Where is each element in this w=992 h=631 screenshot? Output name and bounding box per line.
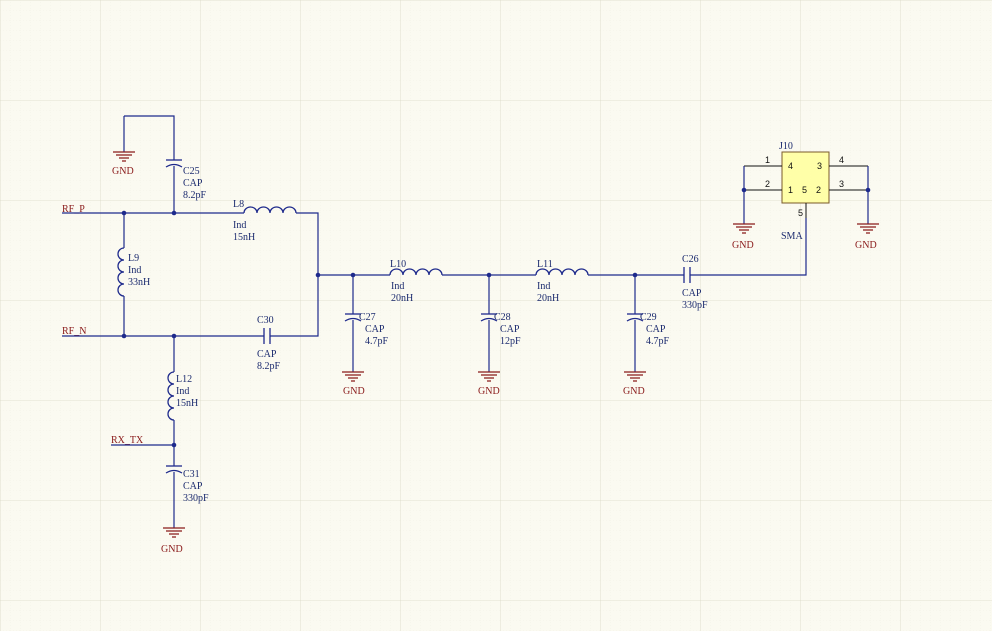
j10-ref: J10 (779, 141, 793, 152)
l9-inductor[interactable]: L9 Ind 33nH (117, 213, 150, 336)
gnd-label: GND (623, 386, 645, 397)
c30-capacitor[interactable]: C30 CAP 8.2pF (257, 275, 319, 372)
l12-value: 15nH (176, 398, 198, 409)
gnd-symbol-c27: GND (342, 371, 365, 397)
c28-type: CAP (500, 324, 520, 335)
c25-value: 8.2pF (183, 190, 207, 201)
l12-type: Ind (176, 386, 189, 397)
junction (865, 187, 871, 193)
junction (171, 210, 177, 216)
c28-value: 12pF (500, 336, 521, 347)
l10-type: Ind (391, 281, 404, 292)
j10-type: SMA (781, 231, 803, 242)
gnd-label: GND (112, 166, 134, 177)
gnd-symbol-j10-left: GND (732, 223, 755, 251)
c29-ref: C29 (640, 312, 657, 323)
c28-ref: C28 (494, 312, 511, 323)
l10-value: 20nH (391, 293, 413, 304)
j10-inner-3: 3 (817, 161, 822, 171)
junction (315, 272, 321, 278)
l8-inductor[interactable]: L8 Ind 15nH (233, 199, 319, 275)
l8-value: 15nH (233, 232, 255, 243)
l9-type: Ind (128, 265, 141, 276)
c25-type: CAP (183, 178, 203, 189)
j10-inner-1: 1 (788, 185, 793, 195)
gnd-label: GND (343, 386, 365, 397)
j10-pin-2-num: 2 (765, 179, 770, 189)
gnd-label: GND (855, 240, 877, 251)
c30-ref: C30 (257, 315, 274, 326)
l11-type: Ind (537, 281, 550, 292)
l11-ref: L11 (537, 259, 553, 270)
j10-inner-2: 2 (816, 185, 821, 195)
gnd-symbol-c28: GND (478, 371, 500, 397)
c27-capacitor[interactable]: C27 CAP 4.7pF (344, 275, 389, 372)
net-label-rx-tx: RX_TX (111, 435, 144, 446)
c27-value: 4.7pF (365, 336, 389, 347)
gnd-symbol-j10-right: GND (855, 223, 879, 251)
gnd-label: GND (478, 386, 500, 397)
c29-type: CAP (646, 324, 666, 335)
l10-ref: L10 (390, 259, 406, 270)
c26-ref: C26 (682, 254, 699, 265)
gnd-symbol-c25: GND (112, 116, 135, 177)
l12-ref: L12 (176, 374, 192, 385)
gnd-symbol-c29: GND (623, 371, 646, 397)
j10-inner-5: 5 (802, 185, 807, 195)
junction (171, 442, 177, 448)
l8-type: Ind (233, 220, 246, 231)
net-label-rf-p: RF_P (62, 204, 85, 215)
j10-pin-1-num: 1 (765, 155, 770, 165)
l8-ref: L8 (233, 199, 244, 210)
j10-pin-3-num: 3 (839, 179, 844, 189)
gnd-label: GND (732, 240, 754, 251)
c29-value: 4.7pF (646, 336, 670, 347)
gnd-symbol-c31: GND (161, 527, 185, 555)
j10-sma-connector[interactable]: J10 SMA 1 2 4 3 5 4 3 1 5 2 (743, 141, 869, 242)
c31-ref: C31 (183, 469, 200, 480)
j10-pin-5-num: 5 (798, 208, 803, 218)
c29-capacitor[interactable]: C29 CAP 4.7pF (626, 275, 670, 372)
c26-value: 330pF (682, 300, 708, 311)
c31-type: CAP (183, 481, 203, 492)
c31-capacitor[interactable]: C31 CAP 330pF (165, 465, 209, 528)
c26-type: CAP (682, 288, 702, 299)
net-label-rf-n: RF_N (62, 326, 86, 337)
c30-type: CAP (257, 349, 277, 360)
l11-value: 20nH (537, 293, 559, 304)
c25-ref: C25 (183, 166, 200, 177)
j10-pin-4-num: 4 (839, 155, 844, 165)
c25-capacitor[interactable]: C25 CAP 8.2pF (124, 115, 207, 213)
j10-inner-4: 4 (788, 161, 793, 171)
junction (121, 333, 127, 339)
gnd-label: GND (161, 544, 183, 555)
c30-value: 8.2pF (257, 361, 281, 372)
l9-value: 33nH (128, 277, 150, 288)
c31-value: 330pF (183, 493, 209, 504)
c28-capacitor[interactable]: C28 CAP 12pF (480, 275, 521, 372)
junction (741, 187, 747, 193)
c26-capacitor[interactable]: C26 CAP 330pF (682, 218, 807, 311)
c27-type: CAP (365, 324, 385, 335)
c27-ref: C27 (359, 312, 376, 323)
l9-ref: L9 (128, 253, 139, 264)
